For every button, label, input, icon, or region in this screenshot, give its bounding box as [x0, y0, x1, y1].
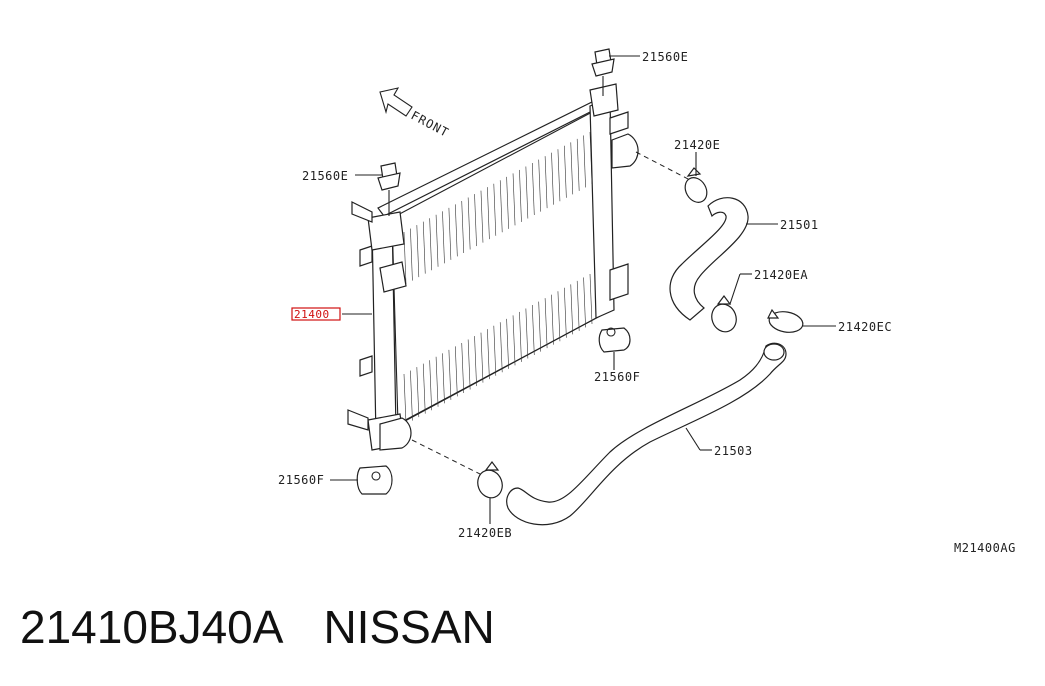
hose-upper-part — [669, 197, 749, 321]
radiator-fin-line — [551, 294, 554, 345]
radiator-fin-line — [583, 277, 586, 328]
radiator-fin-line — [564, 287, 567, 338]
radiator-fin-line — [564, 145, 567, 198]
radiator-fin-line — [506, 176, 509, 229]
radiator-fin-line — [429, 218, 432, 271]
label-mount-right: 21560F — [594, 370, 640, 384]
label-hose-lower: 21503 — [714, 444, 753, 458]
label-cap-top: 21560E — [642, 50, 688, 64]
cap-left-part — [377, 162, 401, 216]
front-label: FRONT — [409, 108, 452, 140]
radiator-fin-line — [461, 342, 465, 393]
mount-right-part — [598, 327, 631, 353]
radiator-fin-line — [544, 298, 548, 349]
radiator-fin-line — [410, 370, 413, 421]
diagram-code: M21400AG — [954, 541, 1016, 555]
radiator-fin-line — [557, 291, 561, 342]
radiator-fin-line — [442, 353, 445, 404]
radiator-fin-line — [557, 149, 561, 202]
label-clamp-eb: 21420EB — [458, 526, 512, 540]
radiator-fin-line — [448, 349, 452, 400]
connector-line-upper — [635, 151, 691, 181]
radiator-fin-line — [519, 311, 522, 362]
radiator-fin-line — [531, 305, 535, 356]
highlight-box — [291, 307, 341, 321]
leader-lines — [330, 55, 836, 524]
hose-lower-part — [506, 342, 787, 526]
radiator-fin-line — [506, 318, 509, 369]
radiator-fin-line — [499, 322, 503, 373]
radiator-fin-line — [474, 336, 477, 387]
caption-brand: NISSAN — [323, 601, 495, 653]
radiator-fin-line — [442, 211, 445, 264]
radiator-fin-line — [455, 346, 458, 397]
radiator-fin-line — [467, 197, 471, 250]
radiator-fin-line — [429, 360, 432, 411]
radiator-fin-line — [422, 221, 426, 274]
radiator-fin-line — [435, 356, 439, 407]
radiator-fin-line — [531, 163, 535, 216]
radiator-fin-line — [422, 363, 426, 414]
label-highlighted-part[interactable]: 21400 — [294, 308, 330, 321]
radiator-fin-line — [570, 142, 574, 195]
radiator-fin-line — [499, 180, 503, 233]
label-mount-left: 21560F — [278, 473, 324, 487]
radiator-fin-line — [589, 273, 593, 325]
radiator-fin-line — [403, 373, 407, 425]
radiator-fin-line — [480, 190, 484, 243]
radiator-fin-line — [435, 214, 439, 267]
radiator-fin-line — [480, 332, 484, 383]
radiator-fin-line — [493, 325, 497, 376]
radiator-fin-line — [570, 284, 574, 335]
radiator-fin-line — [410, 228, 413, 281]
label-hose-upper: 21501 — [780, 218, 819, 232]
radiator-fin-line — [474, 194, 477, 247]
radiator-core — [347, 83, 639, 451]
radiator-fin-line — [403, 231, 407, 285]
radiator-fin-line — [487, 329, 490, 380]
connector-line-lower — [411, 439, 485, 477]
caption-part-number: 21410BJ40A — [20, 601, 284, 653]
radiator-fin-line — [551, 152, 554, 205]
radiator-fin-line — [525, 166, 529, 219]
radiator-fin-line — [538, 301, 541, 352]
label-clamp-upper: 21420E — [674, 138, 720, 152]
label-cap-left: 21560E — [302, 169, 348, 183]
label-clamp-ec: 21420EC — [838, 320, 892, 334]
radiator-fin-line — [493, 183, 497, 236]
radiator-fin-line — [461, 200, 465, 253]
radiator-fin-line — [512, 315, 516, 366]
radiator-fin-line — [525, 308, 529, 359]
radiator-fin-line — [538, 159, 541, 212]
radiator-fin-line — [467, 339, 471, 390]
clamp-eb-part — [477, 461, 503, 499]
cap-top-part — [591, 48, 615, 96]
radiator-fin-line — [544, 156, 548, 209]
radiator-fin-line — [576, 280, 580, 331]
clamp-upper-part — [684, 167, 708, 203]
radiator-fin-line — [583, 135, 586, 188]
mount-left-part — [356, 465, 393, 495]
radiator-fin-line — [455, 204, 458, 257]
radiator-fin-line — [512, 173, 516, 226]
radiator-fin-line — [487, 187, 490, 240]
caption: 21410BJ40A NISSAN — [20, 600, 535, 654]
radiator-fin-line — [448, 207, 452, 260]
front-arrow-icon — [379, 87, 413, 117]
radiator-fin-line — [416, 225, 420, 278]
radiator-fin-line — [519, 169, 522, 222]
radiator-fin-line — [416, 367, 420, 418]
clamp-ea-part — [711, 295, 737, 333]
radiator-fin-line — [576, 138, 580, 191]
label-clamp-ea: 21420EA — [754, 268, 808, 282]
clamp-ec-part — [767, 308, 804, 333]
